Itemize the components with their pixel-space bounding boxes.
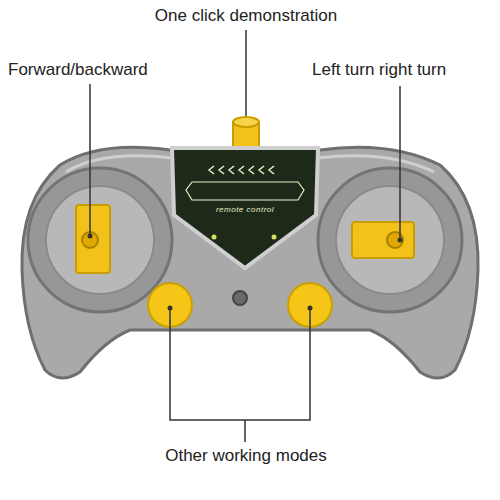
power-led: [233, 291, 247, 305]
callout-label: Other working modes: [120, 446, 372, 466]
stick-well-inner: [46, 186, 154, 294]
leader-dot: [88, 234, 93, 239]
joystick-slot: [352, 222, 414, 258]
callout-label: Forward/backward: [8, 60, 198, 80]
panel-frame: [186, 182, 304, 200]
joystick-knob: [82, 232, 98, 248]
leader-line: [399, 86, 401, 238]
stick-well-inner: [336, 186, 444, 294]
panel-dot: [272, 235, 277, 240]
callout-label: One click demonstration: [120, 6, 372, 26]
panel-chevrons: [209, 166, 274, 174]
leader-dot: [308, 306, 313, 311]
joystick-slot: [76, 205, 110, 273]
callout-label: Left turn right turn: [312, 60, 500, 80]
leader-line: [89, 84, 91, 234]
leader-dot: [168, 306, 173, 311]
leader-line: [170, 308, 310, 442]
panel-text: remote control: [195, 204, 295, 215]
leader-line: [245, 30, 247, 116]
stick-well: [28, 168, 172, 312]
center-panel: [172, 148, 318, 268]
stick-well: [318, 168, 462, 312]
panel-dot: [212, 235, 217, 240]
demo-button-top: [233, 117, 259, 127]
leader-dot: [398, 238, 403, 243]
